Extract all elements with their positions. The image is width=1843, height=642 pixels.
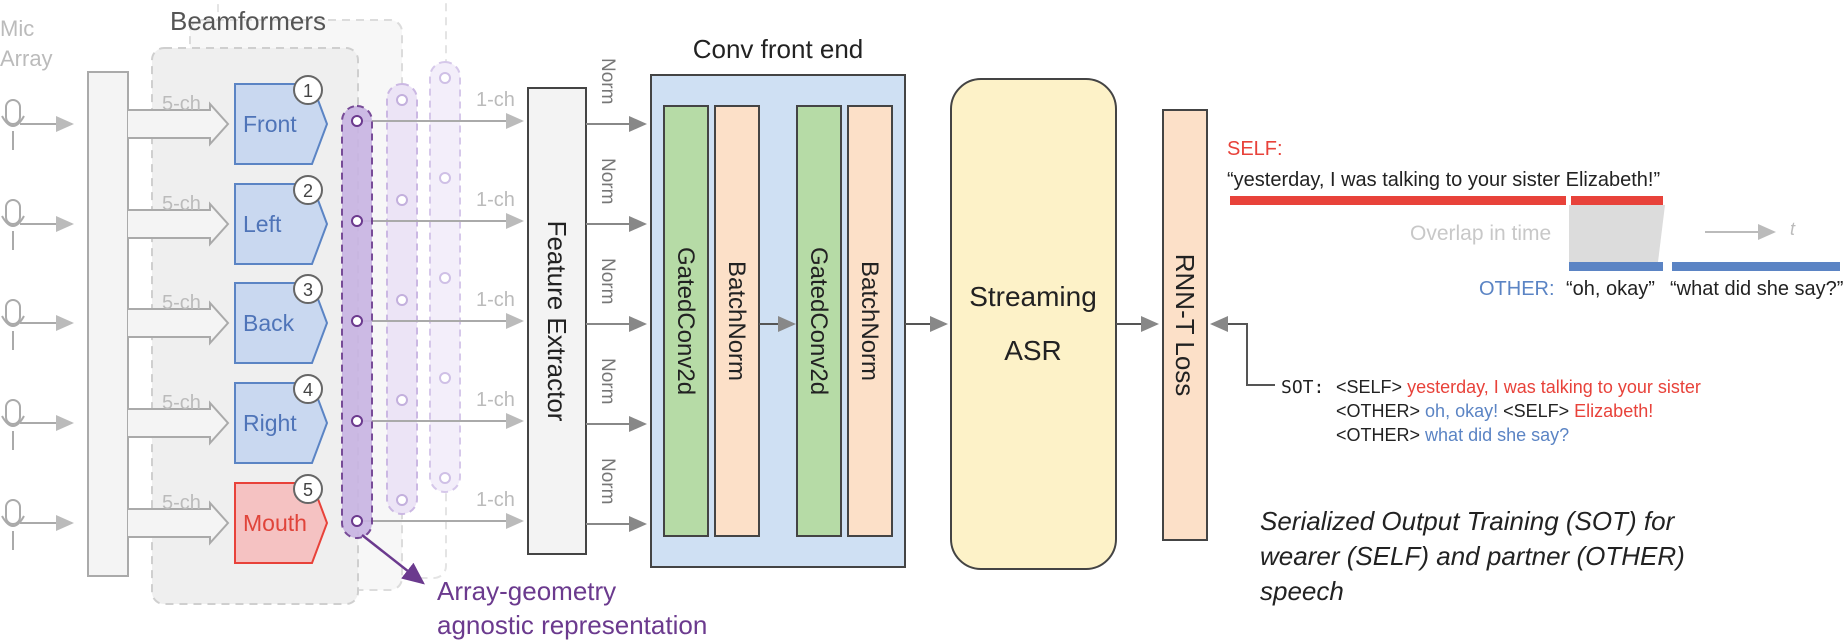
beam-front: Front 1 (234, 75, 329, 165)
overlap-region (1569, 205, 1665, 262)
five-ch-label: 5-ch (162, 292, 201, 314)
sot-tag: <OTHER> (1336, 401, 1420, 421)
sot-tag: <SELF> (1503, 401, 1569, 421)
batchnorm-block-1 (714, 105, 760, 537)
five-ch-label: 5-ch (162, 392, 201, 414)
conv-front-end-title: Conv front end (693, 34, 864, 64)
sot-tag: <OTHER> (1336, 425, 1420, 445)
streaming-asr-label-1: Streaming (969, 281, 1097, 312)
sot-text-other: oh, okay! (1425, 401, 1498, 421)
rnnt-loss-label: RNN-T Loss (1170, 254, 1200, 397)
microphone-icons (1, 99, 74, 550)
beam-label: Back (243, 310, 295, 336)
beam-label: Left (243, 211, 282, 237)
mic-bus (87, 71, 129, 577)
norm-label: Norm (597, 158, 618, 204)
other-label: OTHER: (1479, 278, 1555, 300)
agnostic-label-1: Array-geometry (437, 576, 616, 606)
gated-conv-label-1: GatedConv2d (672, 247, 699, 395)
feature-extractor-block (527, 87, 587, 555)
caption-line-3: speech (1260, 576, 1344, 606)
sot-line-1: <SELF> yesterday, I was talking to your … (1336, 377, 1701, 397)
five-ch-arrow (128, 201, 230, 247)
batchnorm-block-2 (847, 105, 893, 537)
other-speech-bar-2 (1672, 262, 1840, 271)
one-ch-label: 1-ch (476, 89, 515, 111)
self-label: SELF: (1227, 138, 1283, 160)
sot-label: SOT: (1281, 377, 1324, 398)
microphone-icon (1, 499, 74, 550)
beam-number: 2 (303, 181, 313, 201)
streaming-asr-label-2: ASR (1004, 335, 1062, 366)
self-speech-bar-1 (1230, 196, 1566, 205)
time-label: t (1790, 219, 1796, 239)
microphone-icon (1, 199, 74, 250)
sot-line-3: <OTHER> what did she say? (1336, 425, 1569, 445)
one-ch-label: 1-ch (476, 289, 515, 311)
batchnorm-label-2: BatchNorm (856, 261, 883, 381)
gated-conv-block-1 (663, 105, 709, 537)
beam-back: Back 3 (234, 274, 329, 364)
five-ch-arrow (128, 101, 230, 147)
other-quote-1: “oh, okay” (1566, 278, 1655, 300)
sot-text-self: yesterday, I was talking to your sister (1407, 377, 1701, 397)
one-ch-label: 1-ch (476, 389, 515, 411)
five-ch-label: 5-ch (162, 193, 201, 215)
beam-left: Left 2 (234, 175, 329, 265)
five-ch-arrow (128, 400, 230, 446)
overlap-label: Overlap in time (1410, 222, 1551, 245)
other-quote-2: “what did she say?” (1670, 278, 1843, 300)
caption-line-1: Serialized Output Training (SOT) for (1260, 506, 1676, 536)
beamformers-title: Beamformers (170, 6, 326, 36)
mic-array-label-2: Array (0, 46, 53, 71)
beam-number: 5 (303, 480, 313, 500)
caption-line-2: wearer (SELF) and partner (OTHER) (1260, 541, 1685, 571)
streaming-asr-block (950, 78, 1117, 570)
five-ch-arrow (128, 500, 230, 546)
beam-label: Right (243, 410, 297, 436)
norm-label: Norm (597, 258, 618, 304)
sot-text-other: what did she say? (1424, 425, 1569, 445)
sot-to-loss-arrow (1210, 316, 1275, 386)
gated-conv-label-2: GatedConv2d (805, 247, 832, 395)
sot-line-2: <OTHER> oh, okay! <SELF> Elizabeth! (1336, 401, 1653, 421)
microphone-icon (1, 299, 74, 350)
self-quote: “yesterday, I was talking to your sister… (1227, 169, 1660, 191)
beam-mouth: Mouth 5 (234, 474, 329, 564)
norm-label: Norm (597, 358, 618, 404)
one-ch-label: 1-ch (476, 489, 515, 511)
beam-number: 3 (303, 280, 313, 300)
feature-extractor-label: Feature Extractor (542, 221, 572, 422)
rnnt-loss-block (1162, 109, 1208, 541)
sot-text-self: Elizabeth! (1574, 401, 1653, 421)
five-ch-label: 5-ch (162, 93, 201, 115)
one-ch-label: 1-ch (476, 189, 515, 211)
beam-number: 1 (303, 81, 313, 101)
batchnorm-label-1: BatchNorm (723, 261, 750, 381)
mic-array-label-1: Mic (0, 16, 34, 41)
five-ch-label: 5-ch (162, 492, 201, 514)
self-speech-bar-2 (1571, 196, 1663, 205)
beam-number: 4 (303, 380, 313, 400)
agnostic-label-2: agnostic representation (437, 610, 707, 640)
beam-label: Mouth (243, 510, 307, 536)
microphone-icon (1, 399, 74, 450)
beam-label: Front (243, 111, 297, 137)
norm-label: Norm (597, 458, 618, 504)
other-speech-bar-1 (1569, 262, 1663, 271)
five-ch-arrow (128, 300, 230, 346)
norm-label: Norm (597, 58, 618, 104)
gated-conv-block-2 (796, 105, 842, 537)
agnostic-pointer-arrow (361, 534, 425, 585)
sot-tag: <SELF> (1336, 377, 1402, 397)
microphone-icon (1, 99, 74, 150)
beam-right: Right 4 (234, 374, 329, 464)
